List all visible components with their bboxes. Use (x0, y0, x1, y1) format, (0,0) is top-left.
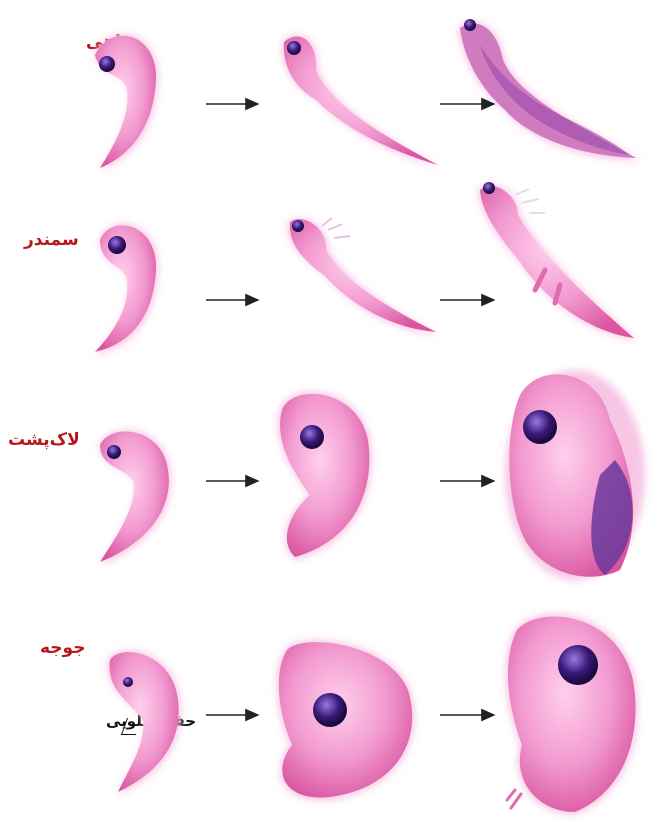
turtle-stage-2 (278, 392, 371, 560)
chicken-stage-3-foot (507, 790, 521, 808)
fish-stage-2-eye (287, 41, 301, 55)
salamander-stage-2 (288, 218, 438, 335)
chicken-stage-2-eye (313, 693, 347, 727)
salamander-stage-3-eye (483, 182, 495, 194)
turtle-stage-3 (505, 370, 645, 580)
salamander-stage-3 (478, 182, 636, 340)
fish-stage-3 (458, 19, 640, 160)
fish-stage-1-eye (99, 56, 115, 72)
turtle-stage-1-eye (107, 445, 121, 459)
chicken-stage-3-eye (558, 645, 598, 685)
chicken-stage-1 (108, 650, 181, 795)
turtle-stage-2-eye (300, 425, 324, 449)
salamander-stage-2-eye (292, 220, 304, 232)
salamander-stage-1-eye (108, 236, 126, 254)
salamander-stage-3-gills (515, 189, 545, 213)
chicken-stage-1-eye (123, 677, 133, 687)
fish-stage-1 (95, 34, 158, 170)
fish-stage-2 (282, 35, 440, 168)
chicken-stage-2 (277, 640, 414, 800)
salamander-stage-1 (95, 224, 158, 355)
chicken-stage-3 (506, 614, 638, 815)
turtle-stage-1 (100, 430, 171, 565)
salamander-stage-2-gills (322, 218, 350, 238)
turtle-stage-3-eye (523, 410, 557, 444)
fish-stage-3-eye (464, 19, 476, 31)
